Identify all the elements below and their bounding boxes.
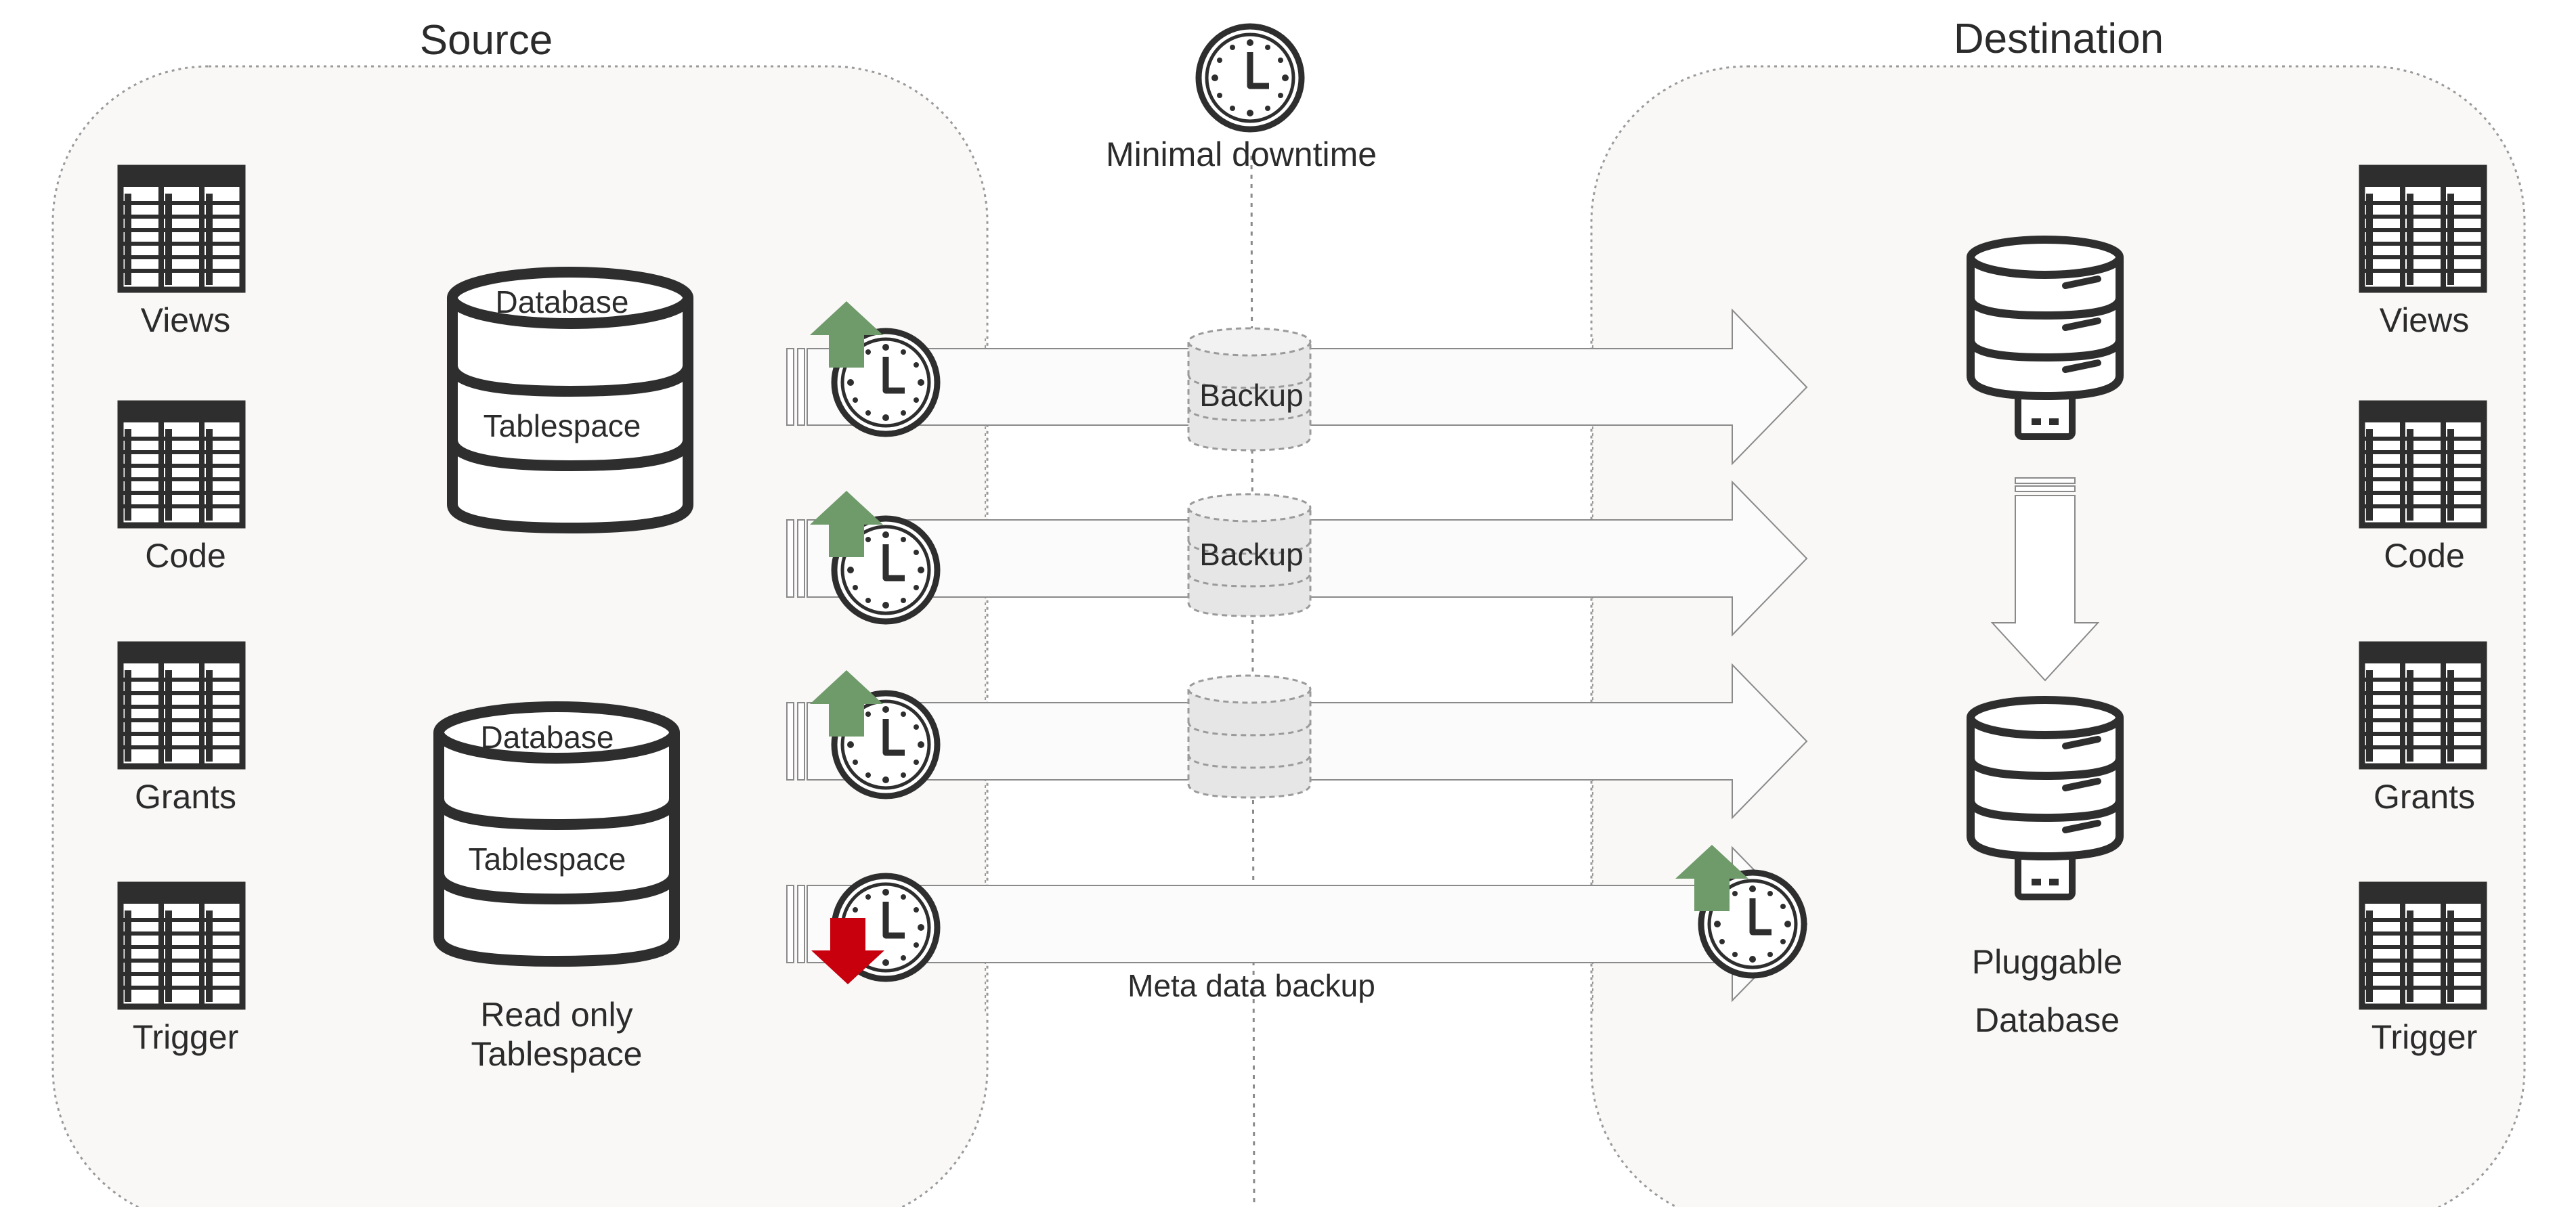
downtime-label: Minimal downtime bbox=[1106, 135, 1377, 173]
source-panel bbox=[51, 65, 989, 1207]
source-title: Source bbox=[420, 17, 553, 64]
source-grants-label: Grants bbox=[135, 778, 236, 816]
downtime-clock-icon bbox=[1199, 26, 1302, 129]
source-db2-caption-line2: Tablespace bbox=[471, 1035, 643, 1073]
destination-grants-table-icon bbox=[2362, 644, 2484, 766]
pdb-caption-line2: Database bbox=[1975, 1001, 2120, 1039]
backup-label-1: Backup bbox=[1199, 378, 1303, 413]
backup-cylinder-3-icon bbox=[1187, 674, 1312, 799]
source-trigger-table-icon bbox=[121, 885, 242, 1007]
metadata-backup-label: Meta data backup bbox=[1128, 968, 1375, 1003]
source-code-table-icon bbox=[121, 403, 242, 525]
source-database-1-icon bbox=[447, 267, 693, 534]
source-db2-mid-label: Tablespace bbox=[469, 841, 626, 877]
destination-code-table-icon bbox=[2362, 403, 2484, 525]
destination-trigger-label: Trigger bbox=[2371, 1018, 2478, 1056]
destination-views-table-icon bbox=[2362, 168, 2484, 290]
source-views-table-icon bbox=[121, 168, 242, 290]
source-views-label: Views bbox=[141, 301, 230, 339]
source-code-label: Code bbox=[145, 537, 226, 575]
backup-label-2: Backup bbox=[1199, 537, 1303, 572]
source-db2-top-label: Database bbox=[481, 720, 614, 755]
destination-trigger-table-icon bbox=[2362, 885, 2484, 1007]
destination-code-label: Code bbox=[2384, 537, 2465, 575]
plug-down-arrow bbox=[1990, 477, 2100, 682]
source-trigger-label: Trigger bbox=[133, 1018, 239, 1056]
source-db1-mid-label: Tablespace bbox=[484, 408, 641, 443]
source-database-2-icon bbox=[433, 701, 680, 967]
source-db1-top-label: Database bbox=[496, 284, 629, 320]
destination-grants-label: Grants bbox=[2374, 778, 2475, 816]
source-db2-caption-line1: Read only bbox=[480, 996, 632, 1034]
pdb-caption-line1: Pluggable bbox=[1972, 943, 2122, 981]
source-grants-table-icon bbox=[121, 644, 242, 766]
destination-title: Destination bbox=[1954, 16, 2164, 62]
destination-views-label: Views bbox=[2380, 301, 2469, 339]
